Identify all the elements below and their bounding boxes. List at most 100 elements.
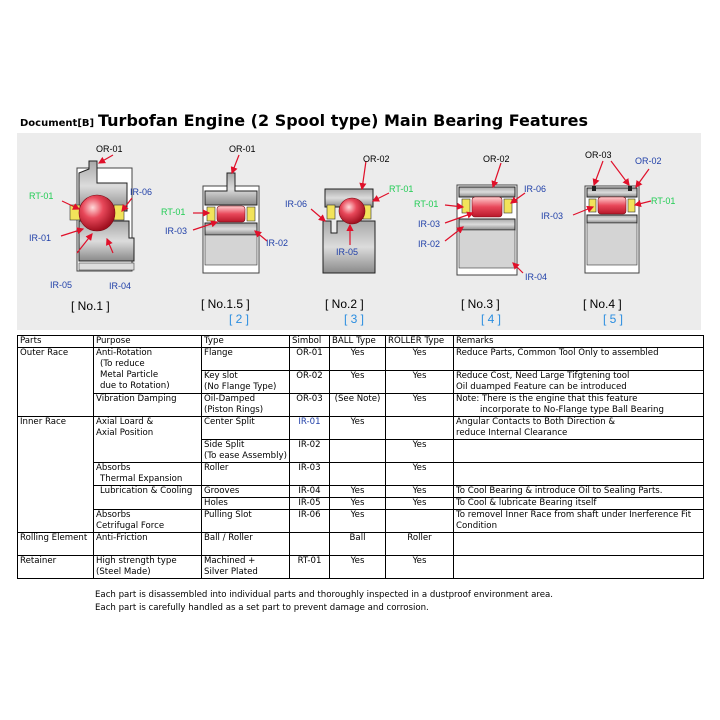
remarks-cell [453, 439, 704, 463]
cell-line: Note: There is the engine that this feat… [456, 394, 638, 405]
ball-cell: Yes [329, 555, 386, 579]
type-cell: Side Split (To ease Assembly) [201, 439, 290, 463]
header-cell: BALL Type [329, 335, 386, 348]
cell-line: (To reduce [100, 359, 145, 369]
type-cell: Center Split [201, 416, 290, 440]
cell-line: (To ease Assembly) [204, 451, 287, 461]
cell-line: Angular Contacts to Both Direction & [456, 417, 616, 428]
cell-line: Metal Particle [100, 370, 159, 380]
ball-cell: Ball [329, 532, 386, 556]
roller-cell: Yes [385, 439, 454, 463]
diagram-label: OR-01 [229, 144, 256, 154]
roller-cell [385, 509, 454, 533]
remarks-cell [453, 462, 704, 486]
cell-line: Absorbs [96, 510, 131, 521]
part-cell: Inner Race [17, 416, 94, 533]
header-cell: ROLLER Type [385, 335, 454, 348]
table-row: Retainer High strength type (Steel Made)… [17, 555, 704, 579]
cell-line: reduce Internal Clearance [456, 428, 568, 438]
symbol-cell: IR-02 [289, 439, 330, 463]
type-cell: Ball / Roller [201, 532, 290, 556]
roller-cell: Roller [385, 532, 454, 556]
symbol-cell: OR-03 [289, 393, 330, 417]
diagram-name: [ No.1 ] [71, 299, 110, 313]
ball-cell: Yes [329, 416, 386, 440]
header-cell: Purpose [93, 335, 202, 348]
diagram-label: IR-03 [165, 226, 187, 236]
cell-line: Pulling Slot [204, 510, 252, 521]
diagram-label: IR-05 [50, 280, 72, 290]
header-cell: Type [201, 335, 290, 348]
ball-cell: (See Note) [329, 393, 386, 417]
cell-line: Condition [456, 521, 498, 531]
cell-line: Key slot [204, 371, 238, 382]
purpose-cell: Anti-Friction [93, 532, 202, 556]
diagram-label: OR-02 [635, 156, 662, 166]
ball-cell: Yes [329, 497, 386, 510]
cell-line: Vibration Damping [96, 394, 177, 405]
cell-line: due to Rotation) [100, 381, 170, 391]
remarks-cell: To Cool Bearing & introduce Oil to Seali… [453, 485, 704, 498]
roller-cell: Yes [385, 370, 454, 394]
part-cell: Rolling Element [17, 532, 94, 556]
part-cell: Retainer [17, 555, 94, 579]
roller-cell: Yes [385, 497, 454, 510]
type-cell: Flange [201, 347, 290, 371]
note-line: Each part is disassembled into individua… [95, 590, 554, 600]
cell-line: To Cool & lubricate Bearing itself [456, 498, 597, 509]
cell-line: Oil duamped Feature can be introduced [456, 382, 627, 392]
ball-cell: Yes [329, 485, 386, 498]
diagram-label: OR-02 [363, 154, 390, 164]
ball-cell: Yes [329, 370, 386, 394]
diagram-label: IR-04 [109, 281, 131, 291]
document-title: Turbofan Engine (2 Spool type) Main Bear… [98, 111, 588, 130]
diagram-label: IR-04 [525, 272, 547, 282]
cell-line: (No Flange Type) [204, 382, 277, 392]
cell-line: Side Split [204, 440, 245, 451]
type-cell: Key slot (No Flange Type) [201, 370, 290, 394]
table-row: Absorbs Thermal Expansion Roller IR-03 Y… [18, 462, 704, 486]
diagram-name: [ No.1.5 ] [201, 297, 250, 311]
diagram-label: IR-03 [541, 211, 563, 221]
remarks-cell: Note: There is the engine that this feat… [453, 393, 704, 417]
ball-cell [329, 439, 386, 463]
purpose-cell: Anti-Rotation (To reduce Metal Particle … [93, 347, 202, 394]
remarks-cell: Reduce Cost, Need Large Tifgtening tool … [453, 370, 704, 394]
remarks-cell [453, 532, 704, 556]
cell-line: To Cool Bearing & introduce Oil to Seali… [456, 486, 663, 497]
cell-line: Anti-Friction [96, 533, 148, 544]
bearing-no15-diagram [192, 154, 268, 274]
roller-cell: Yes [385, 393, 454, 417]
purpose-cell: Absorbs Cetrifugal Force [93, 509, 202, 533]
cell-line: Roller [204, 463, 229, 474]
symbol-cell [289, 532, 330, 556]
cell-line: Silver Plated [204, 567, 258, 577]
symbol-cell: IR-06 [289, 509, 330, 533]
cell-line: Grooves [204, 486, 240, 497]
table-row: Vibration Damping Oil-Damped (Piston Rin… [18, 393, 704, 417]
type-cell: Machined + Silver Plated [201, 555, 290, 579]
diagram-label: RT-01 [414, 199, 438, 209]
cell-line: Oil-Damped [204, 394, 256, 405]
bearing-no1-diagram [60, 154, 135, 272]
purpose-cell: Axial Loard & Axial Position [93, 416, 202, 463]
notes: Each part is disassembled into individua… [95, 589, 553, 615]
table-row: Key slot (No Flange Type) OR-02 Yes Yes … [18, 370, 704, 394]
diagram-label: IR-02 [266, 238, 288, 248]
type-cell: Holes [201, 497, 290, 510]
type-cell: Roller [201, 462, 290, 486]
cell-line: Holes [204, 498, 228, 509]
bearing-no4-diagram [572, 160, 652, 274]
type-cell: Grooves [201, 485, 290, 498]
ball-cell: Yes [329, 347, 386, 371]
symbol-cell: IR-03 [289, 462, 330, 486]
header-cell: Parts [17, 335, 94, 348]
diagram-ref: [ 5 ] [603, 312, 623, 326]
roller-cell: Yes [385, 347, 454, 371]
cell-line: To removel Inner Race from shaft under I… [456, 510, 692, 521]
symbol-cell: IR-01 [289, 416, 330, 440]
symbol-cell: IR-04 [289, 485, 330, 498]
diagram-label: IR-02 [418, 239, 440, 249]
diagram-ref: [ 2 ] [229, 312, 249, 326]
ball-cell: Yes [329, 509, 386, 533]
